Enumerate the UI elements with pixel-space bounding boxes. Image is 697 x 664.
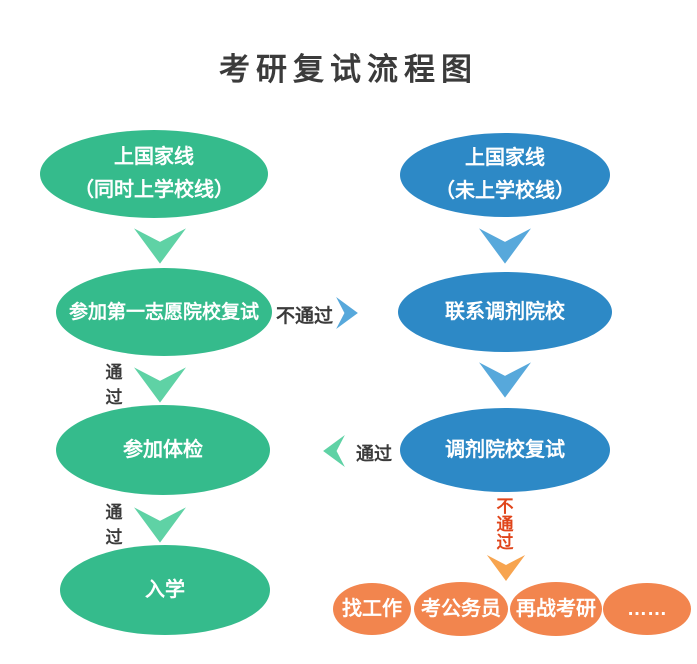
down-chevron-icon <box>134 507 186 543</box>
node-enrollment: 入学 <box>60 545 270 635</box>
node-civil-service-exam: 考公务员 <box>414 582 508 636</box>
node-national-line-no-school-line: 上国家线 （未上学校线） <box>400 133 610 217</box>
node-text: 考公务员 <box>421 597 501 620</box>
label-pass-transfer: 通过 <box>356 444 392 464</box>
down-chevron-icon <box>485 555 527 581</box>
label-pass-vertical-1: 通过 <box>105 363 123 407</box>
node-national-line-with-school-line: 上国家线 （同时上学校线） <box>40 130 268 218</box>
down-chevron-icon <box>479 362 531 398</box>
node-text-line1: 上国家线 <box>465 147 545 169</box>
node-text: 入学 <box>145 578 185 601</box>
node-text: 调剂院校复试 <box>445 438 565 461</box>
label-fail-to-transfer: 不通过 <box>276 306 334 327</box>
node-text: 联系调剂院校 <box>445 300 565 323</box>
node-transfer-school-retest: 调剂院校复试 <box>400 408 610 492</box>
node-ellipsis-more-options: …… <box>603 583 691 635</box>
node-text: 参加第一志愿院校复试 <box>68 301 259 323</box>
node-text: 找工作 <box>342 597 402 620</box>
node-retry-postgraduate-exam: 再战考研 <box>510 582 602 636</box>
page-title: 考研复试流程图 <box>219 52 478 87</box>
down-chevron-icon <box>134 367 186 403</box>
node-find-job: 找工作 <box>333 583 411 635</box>
node-text: 参加体检 <box>123 438 203 461</box>
down-chevron-icon <box>134 228 186 264</box>
down-chevron-icon <box>479 228 531 264</box>
node-text-line2: （未上学校线） <box>435 180 575 202</box>
label-pass-vertical-2: 通过 <box>105 503 123 547</box>
node-text: 再战考研 <box>516 597 596 620</box>
node-physical-exam: 参加体检 <box>56 405 270 495</box>
node-contact-transfer-school: 联系调剂院校 <box>398 272 612 352</box>
right-chevron-icon <box>332 297 362 329</box>
node-first-choice-retest: 参加第一志愿院校复试 <box>56 268 272 356</box>
label-fail-vertical: 不通过 <box>496 497 514 552</box>
left-chevron-icon <box>318 435 350 467</box>
node-text-line1: 上国家线 <box>114 146 194 168</box>
node-text: …… <box>627 597 667 620</box>
node-text-line2: （同时上学校线） <box>74 179 234 201</box>
